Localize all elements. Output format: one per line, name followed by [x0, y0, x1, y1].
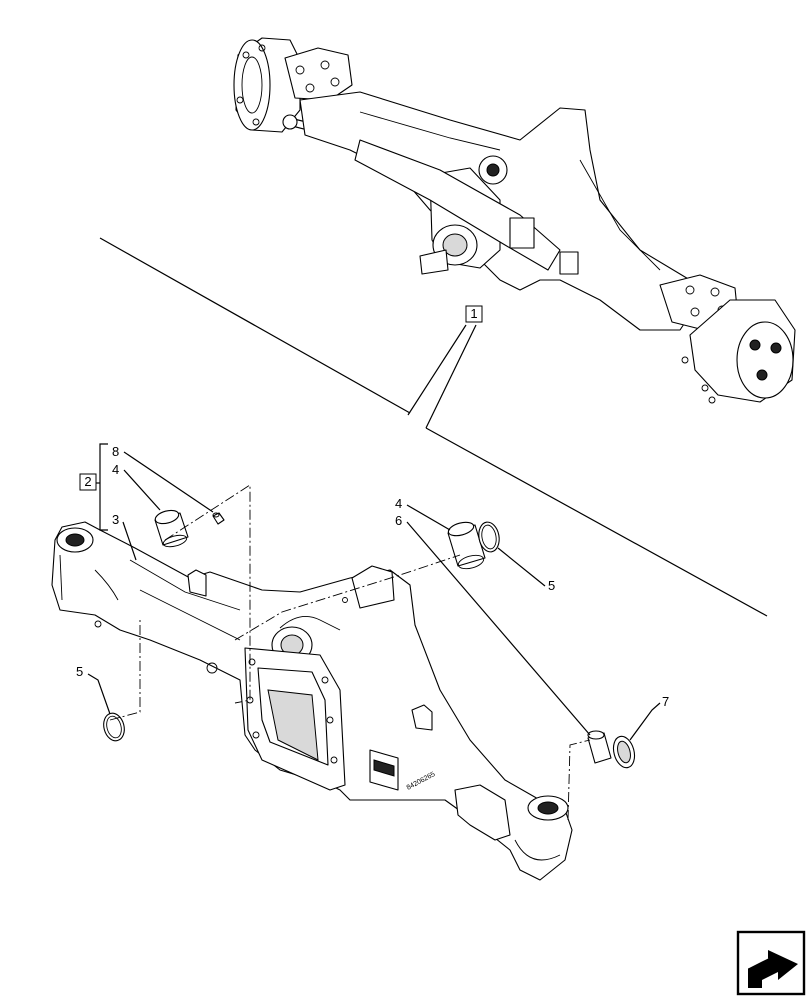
- axle-housing-illustration: [51, 521, 573, 881]
- front-axle-assembly-illustration: [233, 37, 796, 404]
- callout-7: 7: [662, 694, 669, 709]
- bushing-part-6: [587, 730, 612, 764]
- seal-part-7: [612, 735, 636, 769]
- leader-6: [406, 521, 591, 736]
- o-ring-left: [103, 712, 125, 742]
- callout-4-right: 4: [395, 496, 402, 511]
- leader-5-right: [497, 547, 546, 587]
- callout-3: 3: [112, 512, 119, 527]
- assembly-axis-right: [567, 739, 591, 821]
- section-line-upper: [99, 237, 411, 414]
- assembly-axis-ring: [109, 620, 141, 721]
- callout-4-left: 4: [112, 462, 119, 477]
- leader-3: [122, 521, 137, 561]
- o-ring-right: [478, 521, 500, 553]
- callout-8: 8: [112, 444, 119, 459]
- bushing-left: [154, 509, 189, 548]
- callout-6: 6: [395, 513, 402, 528]
- assembly-axis-left: [164, 484, 251, 704]
- pin-part-8: [212, 512, 225, 525]
- callout-5-left: 5: [76, 664, 83, 679]
- callout-1: 1: [470, 306, 477, 321]
- leader-line-1a: [407, 324, 467, 416]
- callout-box-2: [79, 473, 97, 491]
- leader-4-right: [406, 504, 451, 531]
- leader-line-1b: [425, 324, 477, 429]
- group-bracket: [99, 443, 108, 531]
- leader-7: [629, 702, 661, 741]
- callout-5-right: 5: [548, 578, 555, 593]
- leader-4-left: [123, 469, 161, 511]
- bushing-right: [447, 521, 486, 570]
- leader-8: [123, 451, 214, 513]
- callout-2: 2: [84, 474, 91, 489]
- next-page-arrow-icon[interactable]: [736, 930, 806, 996]
- callout-box-1: [465, 305, 483, 323]
- section-line-lower: [425, 427, 768, 617]
- leader-5-left: [87, 673, 111, 715]
- assembly-axis-center: [234, 554, 461, 641]
